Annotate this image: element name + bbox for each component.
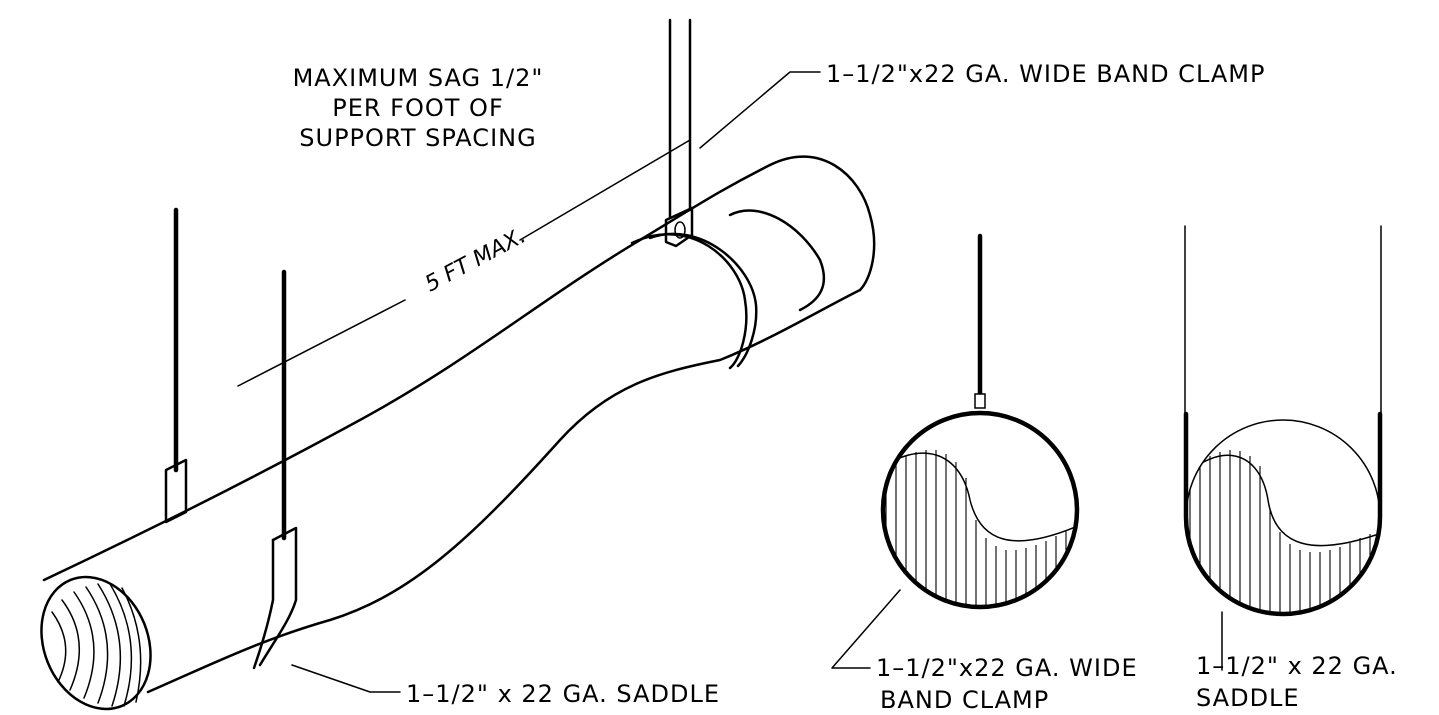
saddle-left	[164, 207, 188, 524]
clamp-tab	[974, 393, 986, 409]
duct-far-end-inner	[728, 209, 826, 312]
saddle-section-label-line1: 1–1/2" x 22 GA.	[1196, 652, 1398, 680]
duct-lower-edge	[146, 288, 862, 694]
band-clamp-section-label-line1: 1–1/2"x22 GA. WIDE	[876, 654, 1138, 682]
saddle-middle	[252, 269, 298, 670]
band-clamp-top-label: 1–1/2"x22 GA. WIDE BAND CLAMP	[826, 60, 1265, 88]
max-sag-label-line1: MAXIMUM SAG 1/2"	[293, 64, 544, 92]
saddle-bottom-label: 1–1/2" x 22 GA. SADDLE	[406, 680, 720, 708]
leader-lines	[291, 71, 1223, 693]
sagging-duct-hatch-right	[1186, 450, 1380, 614]
saddle-section	[1183, 225, 1383, 617]
duct-opening	[40, 575, 152, 711]
max-sag-label-line2: PER FOOT OF	[332, 94, 504, 122]
band-clamp-section-label-line2: BAND CLAMP	[880, 686, 1049, 714]
labels: MAXIMUM SAG 1/2" PER FOOT OF SUPPORT SPA…	[293, 60, 1398, 714]
duct-upper-edge	[42, 163, 772, 582]
band-clamp-section	[880, 233, 1080, 610]
max-sag-label-line3: SUPPORT SPACING	[299, 124, 536, 152]
duct-corrugation	[51, 583, 142, 707]
saddle-section-label-line2: SADDLE	[1196, 684, 1300, 712]
band-clamp-isometric	[630, 18, 758, 370]
spacing-label: 5 FT MAX.	[421, 224, 530, 298]
sagging-duct-hatch-left	[883, 450, 1077, 607]
duct-far-end	[768, 155, 876, 292]
spacing-dimension: 5 FT MAX.	[237, 139, 691, 387]
